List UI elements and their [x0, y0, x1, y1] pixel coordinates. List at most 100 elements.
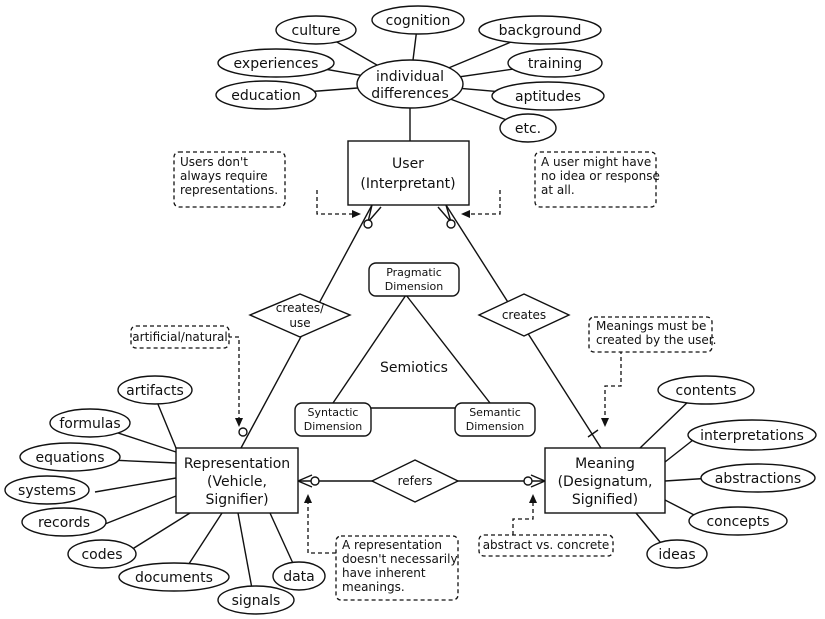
- note-users-dont-box: [173, 151, 286, 208]
- note-arrow-representation: [307, 503, 336, 554]
- representation-entity-title: Representation: [184, 456, 290, 472]
- note-users-dont-line-3: representations.: [180, 183, 278, 197]
- note-arrow-user-might: [470, 190, 501, 215]
- example-artifacts-label: artifacts: [126, 383, 184, 399]
- example-codes-label: codes: [81, 547, 122, 563]
- example-systems: [4, 475, 90, 505]
- crowfoot-a: [367, 204, 373, 223]
- note-arrow-abstract: [512, 503, 534, 535]
- semantic-dimension-box: [454, 402, 536, 437]
- meaning-entity-line-3: Signified): [572, 492, 638, 508]
- note-artificial-natural-label: artificial/natural: [132, 330, 227, 344]
- example-codes: [67, 539, 137, 569]
- user-entity-subtitle: (Interpretant): [360, 176, 455, 192]
- example-contents-label: contents: [676, 383, 737, 399]
- note-user-might-line-2: no idea or response: [541, 169, 660, 183]
- spoke-data: [269, 512, 297, 571]
- crowfoot-g: [530, 474, 546, 482]
- semantic-dimension-label-1: Semantic: [469, 406, 521, 419]
- pragmatic-dimension-box: [368, 262, 460, 297]
- meaning-top-bar: [587, 429, 599, 438]
- example-documents-label: documents: [135, 570, 213, 586]
- example-documents: [118, 562, 230, 592]
- representation-entity-line-3: Signifier): [205, 492, 268, 508]
- example-records-label: records: [38, 515, 90, 531]
- representation-entity-line-2: (Vehicle,: [207, 474, 267, 490]
- note-connectors: [228, 190, 622, 554]
- arrowhead-meanings: [601, 418, 609, 427]
- note-users-dont-line-2: always require: [180, 169, 268, 183]
- pragmatic-dimension-label-1: Pragmatic: [386, 266, 442, 279]
- attribute-cognition-label: cognition: [386, 13, 451, 29]
- cardinality-circle-meaning-left: [523, 476, 533, 486]
- meaning-entity-title: Meaning: [575, 456, 635, 472]
- arrowhead-user-might: [461, 210, 470, 218]
- user-attributes: culture cognition background experiences…: [215, 5, 605, 143]
- spoke-equations: [109, 459, 177, 464]
- spoke-contents: [639, 397, 693, 449]
- example-abstractions-label: abstractions: [715, 471, 801, 487]
- note-abstract-concrete-label: abstract vs. concrete: [483, 538, 610, 552]
- spoke-records: [104, 495, 177, 525]
- example-abstractions: [700, 463, 816, 493]
- spoke-systems: [94, 477, 177, 493]
- relationship-creates-use: [248, 293, 352, 338]
- example-data-label: data: [283, 569, 315, 585]
- attribute-education-label: education: [231, 88, 300, 104]
- note-arrow-artificial: [228, 336, 240, 418]
- relationship-refers-label: refers: [398, 474, 433, 488]
- example-equations-label: equations: [35, 450, 104, 466]
- attribute-experiences-label: experiences: [234, 56, 319, 72]
- cardinality-markers: [238, 204, 599, 488]
- spoke-codes: [125, 512, 191, 554]
- note-representation-box: [335, 535, 459, 601]
- individual-differences-label-1: individual: [376, 69, 444, 85]
- crowfoot-h: [530, 480, 546, 488]
- attribute-background-label: background: [499, 23, 582, 39]
- representation-entity-box: [175, 447, 299, 514]
- crowfoot-c: [445, 204, 452, 223]
- crowfoot-d: [437, 206, 452, 223]
- note-user-might-line-3: at all.: [541, 183, 575, 197]
- note-arrow-meanings: [604, 350, 622, 418]
- attribute-etc: [499, 113, 557, 143]
- example-formulas-label: formulas: [59, 416, 120, 432]
- example-signals-label: signals: [232, 593, 281, 609]
- note-representation-line-2: doesn't necessarily: [342, 552, 458, 566]
- note-abstract-concrete-box: [478, 534, 614, 557]
- note-meanings-line-1: Meanings must be: [596, 319, 706, 333]
- example-records: [21, 507, 107, 537]
- arrowhead-abstract: [529, 494, 537, 503]
- note-users-dont-line-1: Users don't: [180, 155, 248, 169]
- semantic-dimension-label-2: Dimension: [466, 420, 524, 433]
- arrowhead-representation: [304, 494, 312, 503]
- relationship-creates-use-label-1: creates/: [276, 301, 325, 315]
- note-user-might-line-1: A user might have: [541, 155, 651, 169]
- spoke-artifacts: [154, 396, 177, 449]
- cardinality-circle-representation-right: [310, 476, 320, 486]
- spoke-interpretations: [664, 439, 694, 463]
- example-formulas: [49, 408, 131, 438]
- representation-examples: artifacts formulas equations systems rec…: [4, 375, 326, 615]
- example-interpretations-label: interpretations: [700, 428, 804, 444]
- user-entity-title: User: [392, 156, 424, 172]
- individual-differences-ellipse: [356, 59, 464, 109]
- example-ideas: [646, 539, 708, 569]
- note-meanings-box: [588, 316, 713, 353]
- cardinality-circle-representation-top: [238, 427, 248, 437]
- example-contents: [657, 375, 755, 405]
- meaning-entity-box: [544, 447, 666, 514]
- attribute-aptitudes: [491, 81, 605, 111]
- meaning-examples: contents interpretations abstractions co…: [646, 375, 817, 569]
- attribute-cognition: [371, 5, 465, 35]
- attribute-etc-label: etc.: [515, 121, 541, 137]
- example-concepts: [688, 506, 788, 536]
- relationship-creates: [477, 293, 571, 337]
- attribute-background: [478, 15, 602, 45]
- arrowhead-users-dont: [352, 210, 361, 218]
- note-representation-line-1: A representation: [342, 538, 442, 552]
- syntactic-dimension-box: [294, 402, 372, 437]
- attribute-education: [215, 80, 317, 110]
